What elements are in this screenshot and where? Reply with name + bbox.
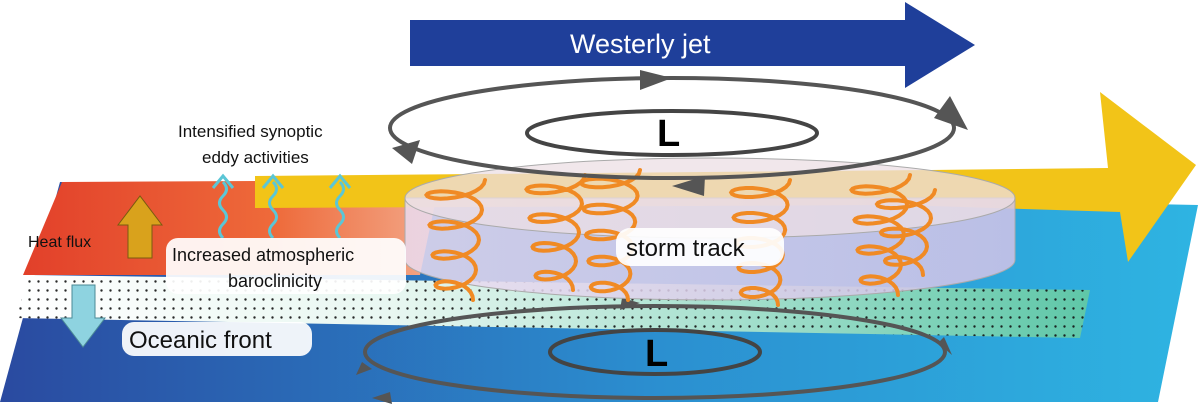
wavy-arrow-icon (328, 173, 352, 189)
oceanic-front-label-box (122, 322, 312, 356)
eddy-coil (423, 178, 487, 302)
intensified-eddy-label-line1: Intensified synoptic (178, 122, 323, 141)
storm-track-label: storm track (626, 235, 746, 262)
wavy-arrow-icon (218, 180, 228, 240)
eddy-coil (524, 173, 587, 292)
eddy-coils (423, 168, 937, 307)
baroclinicity-label-box (166, 238, 406, 294)
westerly-jet-arrow (410, 2, 975, 88)
wavy-arrow-icon (261, 173, 285, 189)
lower-low-label: L (645, 333, 668, 375)
circulation-arrow-icon (356, 362, 372, 375)
intensified-eddy-label-line2: eddy activities (202, 148, 309, 167)
heat-flux-label: Heat flux (28, 234, 91, 251)
down-arrow-icon (59, 284, 107, 348)
circulation-arrow-icon (938, 337, 952, 355)
lower-inner-loop (548, 328, 762, 376)
upper-circulation (388, 70, 968, 196)
circulation-arrow-icon (934, 96, 968, 130)
wavy-arrow-icon (211, 173, 235, 189)
lower-outer-loop (363, 304, 947, 400)
upper-low-label: L (657, 113, 680, 155)
circulation-arrow-icon (392, 140, 420, 164)
upper-inner-loop (525, 109, 819, 157)
wavy-arrows (211, 173, 352, 240)
wavy-arrow-icon (268, 180, 278, 240)
storm-track-label-box (616, 228, 784, 266)
eddy-coil (578, 168, 642, 302)
eddy-coil (874, 188, 937, 277)
baroclinicity-label-line1: Increased atmospheric (172, 245, 354, 265)
circulation-arrow-icon (640, 70, 672, 90)
circulation-arrow-icon (620, 298, 640, 310)
cylinder-top (404, 157, 1016, 239)
wavy-arrow-icon (335, 180, 345, 240)
baroclinicity-label-line2: baroclinicity (228, 271, 322, 291)
up-arrow-icon (116, 195, 164, 259)
lower-circulation (356, 298, 952, 404)
circulation-arrow-icon (672, 176, 705, 196)
westerly-jet-label: Westerly jet (570, 29, 711, 59)
oceanic-front-label: Oceanic front (129, 327, 272, 354)
circulation-arrow-icon (372, 392, 392, 404)
